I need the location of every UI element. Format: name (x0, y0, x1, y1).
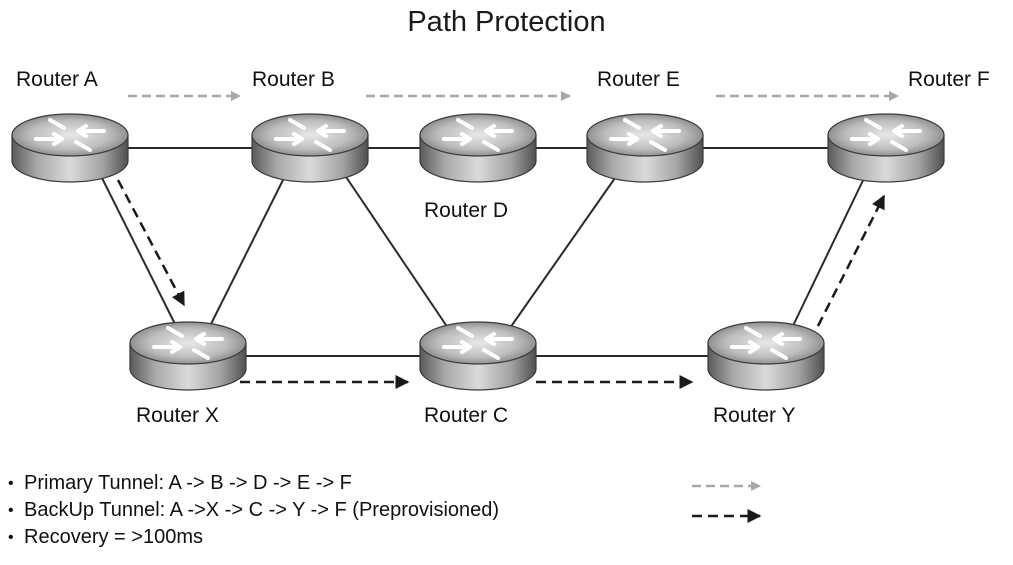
router-d[interactable] (418, 112, 538, 184)
link-y-f (789, 169, 869, 333)
router-b-label: Router B (252, 68, 335, 91)
legend-recovery-text: Recovery = >100ms (24, 526, 203, 548)
link-b-x (207, 169, 289, 331)
router-e[interactable] (585, 112, 705, 184)
bullet: • (8, 502, 14, 519)
router-e-label: Router E (597, 68, 680, 91)
router-icon (418, 320, 538, 392)
router-b[interactable] (250, 112, 370, 184)
diagram-title: Path Protection (407, 6, 606, 38)
link-a-x (97, 169, 179, 331)
router-d-label: Router D (424, 199, 509, 222)
router-f[interactable] (826, 112, 946, 184)
router-a-label: Router A (16, 68, 98, 91)
link-b-c (339, 167, 449, 329)
router-x[interactable] (128, 320, 248, 392)
backup-arrow-a-x (116, 179, 186, 307)
router-c-label: Router C (424, 404, 509, 427)
router-icon (250, 112, 370, 184)
router-icon (128, 320, 248, 392)
router-icon (826, 112, 946, 184)
router-c[interactable] (418, 320, 538, 392)
bullet: • (8, 475, 14, 492)
legend-primary-text: Primary Tunnel: A -> B -> D -> E -> F (24, 472, 352, 494)
router-y-label: Router Y (713, 404, 796, 427)
legend-recovery: • Recovery = >100ms (8, 524, 499, 551)
router-x-label: Router X (136, 404, 219, 427)
router-icon (585, 112, 705, 184)
backup-arrow-y-f (816, 194, 886, 327)
legend: • Primary Tunnel: A -> B -> D -> E -> F •… (8, 470, 499, 551)
router-f-label: Router F (908, 68, 990, 91)
link-e-c (509, 167, 623, 329)
router-icon (418, 112, 538, 184)
legend-backup: • BackUp Tunnel: A ->X -> C -> Y -> F (Pr… (8, 497, 499, 524)
router-icon (706, 320, 826, 392)
legend-primary: • Primary Tunnel: A -> B -> D -> E -> F (8, 470, 499, 497)
legend-backup-text: BackUp Tunnel: A ->X -> C -> Y -> F (Pre… (24, 499, 500, 521)
router-icon (10, 112, 130, 184)
bullet: • (8, 529, 14, 546)
backup-tunnel (116, 179, 886, 389)
router-y[interactable] (706, 320, 826, 392)
router-a[interactable] (10, 112, 130, 184)
